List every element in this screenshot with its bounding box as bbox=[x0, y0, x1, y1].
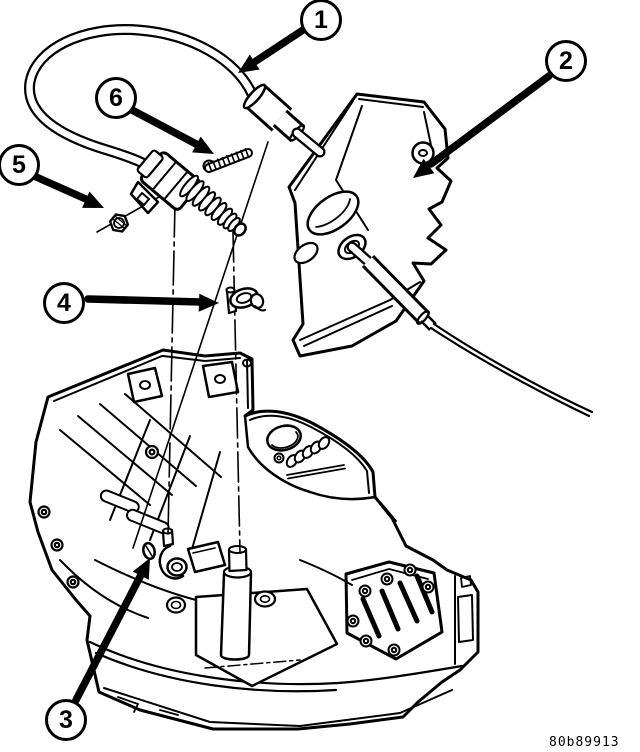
callout-arrows bbox=[30, 26, 553, 704]
figure-code: 80b89913 bbox=[549, 735, 620, 750]
callout-2-number: 2 bbox=[559, 46, 573, 75]
callout-arrow-1 bbox=[238, 26, 307, 73]
shift-shaft-tower bbox=[219, 568, 253, 661]
cable-adjuster-end bbox=[129, 149, 247, 237]
converter-dome bbox=[243, 414, 377, 501]
callout-arrow-6 bbox=[128, 106, 214, 154]
ribbed-cover bbox=[344, 560, 444, 661]
callout-4-number: 4 bbox=[57, 288, 71, 317]
callout-6: 6 bbox=[95, 77, 137, 119]
adjuster-stud bbox=[202, 148, 253, 173]
adjuster-bellows bbox=[179, 174, 241, 233]
cable-mounting-bracket bbox=[287, 92, 453, 358]
callout-1-number: 1 bbox=[314, 5, 328, 34]
callout-3-number: 3 bbox=[59, 705, 73, 734]
callout-3: 3 bbox=[45, 699, 87, 741]
cable-retaining-clip bbox=[225, 286, 266, 315]
callout-arrow-2 bbox=[413, 72, 553, 178]
callout-arrow-5 bbox=[30, 172, 104, 208]
callout-1: 1 bbox=[300, 0, 342, 41]
adjuster-nut bbox=[108, 213, 130, 233]
gearshift-cable bbox=[24, 24, 594, 418]
callout-5: 5 bbox=[0, 144, 40, 186]
callout-6-number: 6 bbox=[109, 83, 123, 112]
shift-lever-grommet bbox=[142, 541, 156, 561]
callout-2: 2 bbox=[545, 40, 587, 82]
callout-arrow-4 bbox=[84, 293, 219, 312]
transaxle-assembly bbox=[28, 348, 480, 731]
callout-arrow-3 bbox=[72, 558, 150, 704]
callout-4: 4 bbox=[43, 282, 85, 324]
oil-pan bbox=[88, 640, 464, 686]
callout-5-number: 5 bbox=[12, 150, 26, 179]
